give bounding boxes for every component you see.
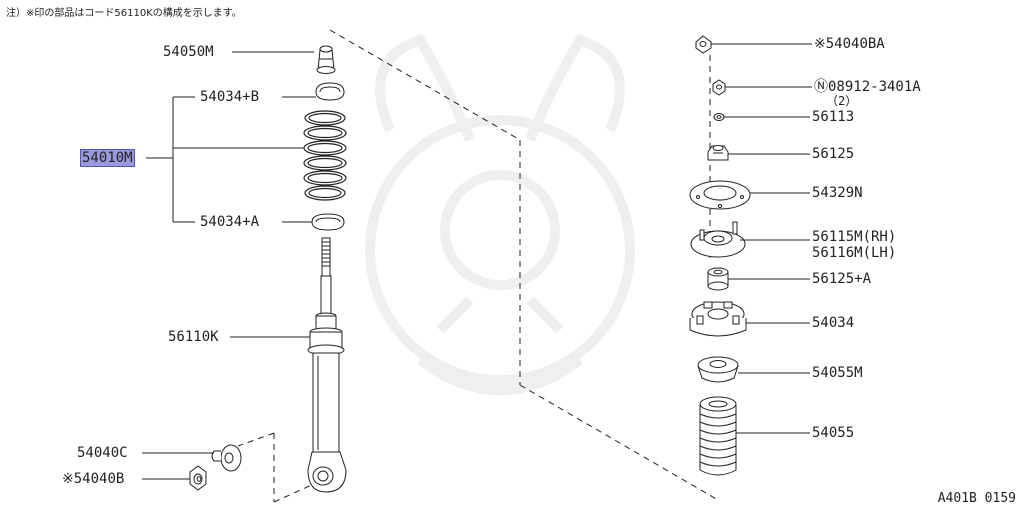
shock-absorber-part [307, 237, 347, 493]
mount-plate-part [689, 180, 751, 210]
part-label-54040BA[interactable]: ※54040BA [814, 36, 885, 52]
part-label-54010M-highlighted[interactable]: 54010M [80, 149, 135, 167]
washer-part [713, 113, 725, 121]
lower-mount-bushing-part [707, 267, 729, 291]
watermark [365, 33, 635, 395]
insulator-part [690, 221, 746, 258]
coil-spring-part [303, 110, 347, 201]
lower-spring-seat-part [311, 213, 345, 231]
dashed-connection-lines [237, 29, 719, 503]
upper-bushing-part [707, 145, 729, 161]
part-label-56110K[interactable]: 56110K [168, 329, 219, 345]
part-label-54034-B[interactable]: 54034+B [200, 89, 260, 105]
bushing-part [211, 444, 242, 472]
part-quantity-08912: （2） [826, 94, 858, 108]
upper-spring-seat-part [315, 82, 345, 101]
top-nut-part [695, 35, 712, 54]
part-label-54040B[interactable]: ※54040B [62, 471, 125, 487]
bump-rubber-part [316, 45, 336, 74]
dust-boot-part [699, 396, 737, 476]
part-label-54040C[interactable]: 54040C [77, 445, 128, 461]
part-label-56125-A[interactable]: 56125+A [812, 271, 872, 287]
part-label-08912-3401A[interactable]: Ⓝ08912-3401A [814, 79, 921, 95]
left-leader-lines [142, 51, 316, 480]
part-label-56116M[interactable]: 56116M(LH) [812, 245, 897, 261]
rubber-seat-part [689, 301, 747, 337]
part-label-56115M[interactable]: 56115M(RH) [812, 229, 897, 245]
part-label-54034[interactable]: 54034 [812, 315, 855, 331]
part-label-54329N[interactable]: 54329N [812, 185, 863, 201]
part-label-54050M[interactable]: 54050M [163, 44, 214, 60]
diagram-note: 注）※印の部品はコード56110Kの構成を示します。 [6, 8, 242, 19]
mount-nut-part [712, 79, 726, 96]
part-label-54034-A[interactable]: 54034+A [200, 214, 260, 230]
part-label-54055M[interactable]: 54055M [812, 365, 863, 381]
diagram-code: A401B 0159 [937, 491, 1016, 506]
part-label-54055[interactable]: 54055 [812, 425, 855, 441]
part-label-56113[interactable]: 56113 [812, 109, 855, 125]
part-label-56125[interactable]: 56125 [812, 146, 855, 162]
right-leader-lines [711, 43, 812, 434]
dust-seat-part [697, 356, 739, 383]
lower-nut-part [189, 465, 207, 491]
